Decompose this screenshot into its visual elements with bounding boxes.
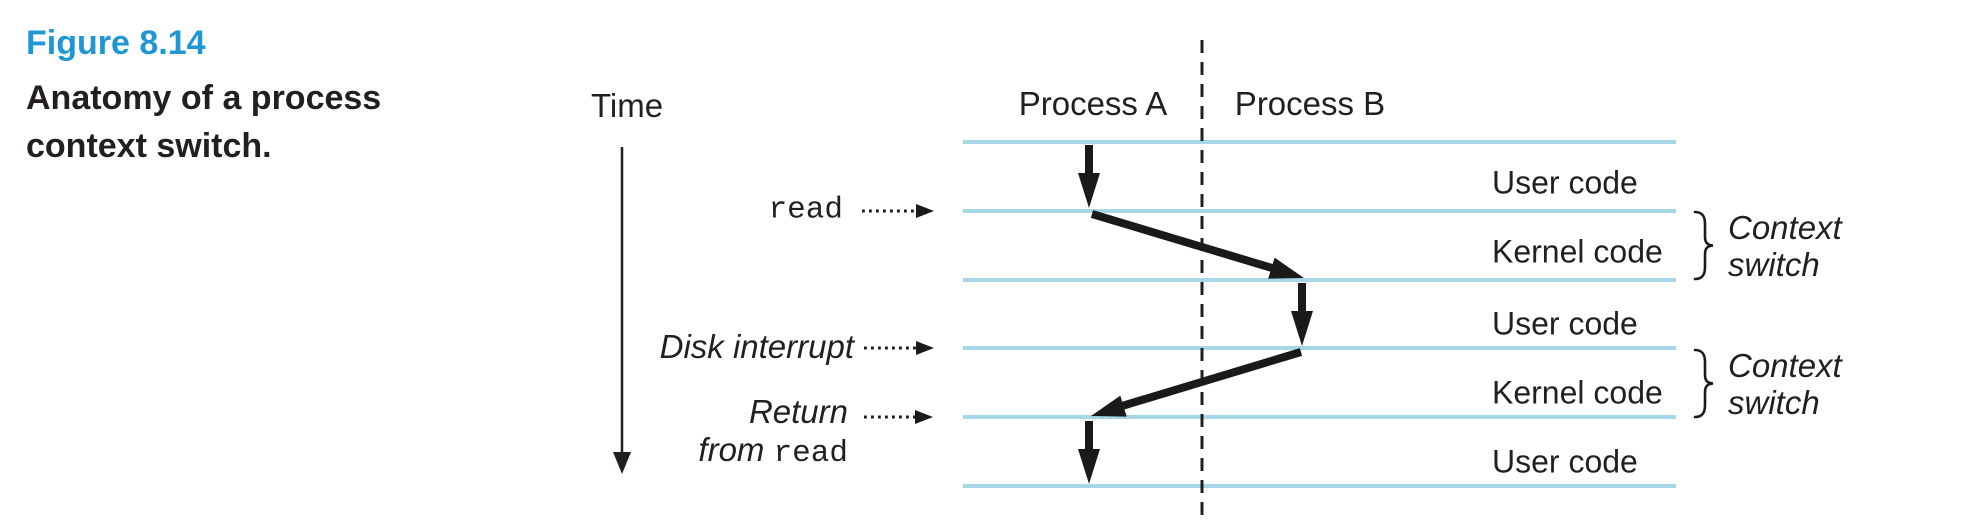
flow-arrow-switch-b-to-a bbox=[1091, 348, 1303, 417]
context-switch-label-2: Context switch bbox=[1728, 347, 1842, 421]
band-label-user-code-2: User code bbox=[1492, 305, 1638, 342]
return-label-line-2: from read bbox=[698, 431, 848, 471]
flow-arrows bbox=[1078, 145, 1313, 484]
column-header-process-b: Process B bbox=[1234, 85, 1386, 122]
timeline-rules bbox=[963, 140, 1676, 488]
return-event-arrow bbox=[864, 410, 933, 424]
event-label-return-from-read: Return from read bbox=[698, 393, 848, 473]
brace-icon bbox=[1693, 348, 1714, 419]
flow-arrow-proc-a-user bbox=[1078, 145, 1100, 208]
figure-caption-line-2: context switch. bbox=[26, 127, 272, 165]
flow-arrow-proc-a-resume bbox=[1078, 421, 1100, 484]
disk-interrupt-event-arrow bbox=[864, 341, 934, 355]
event-label-disk-interrupt: Disk interrupt bbox=[659, 328, 854, 365]
braces bbox=[1693, 210, 1714, 419]
flow-arrow-switch-a-to-b bbox=[1090, 210, 1304, 279]
time-axis-label: Time bbox=[590, 87, 664, 124]
band-label-kernel-code-2: Kernel code bbox=[1492, 374, 1663, 411]
band-label-kernel-code-1: Kernel code bbox=[1492, 233, 1663, 270]
time-axis-arrow bbox=[613, 147, 631, 474]
figure-caption-line-1: Anatomy of a process bbox=[26, 79, 382, 117]
band-label-user-code-1: User code bbox=[1492, 164, 1638, 201]
brace-icon bbox=[1693, 210, 1714, 281]
event-label-read: read bbox=[768, 192, 843, 228]
event-pointer-arrows bbox=[862, 204, 934, 424]
return-read-mono: read bbox=[773, 436, 848, 471]
read-event-arrow bbox=[862, 204, 934, 218]
context-switch-label-1: Context switch bbox=[1728, 209, 1842, 283]
figure-caption: Anatomy of a process context switch. bbox=[26, 74, 381, 170]
column-header-process-a: Process A bbox=[1018, 85, 1168, 122]
band-label-user-code-3: User code bbox=[1492, 443, 1638, 480]
figure-label: Figure 8.14 bbox=[26, 24, 206, 62]
return-label-line-1: Return bbox=[748, 393, 848, 430]
flow-arrow-proc-b-user bbox=[1291, 283, 1313, 346]
